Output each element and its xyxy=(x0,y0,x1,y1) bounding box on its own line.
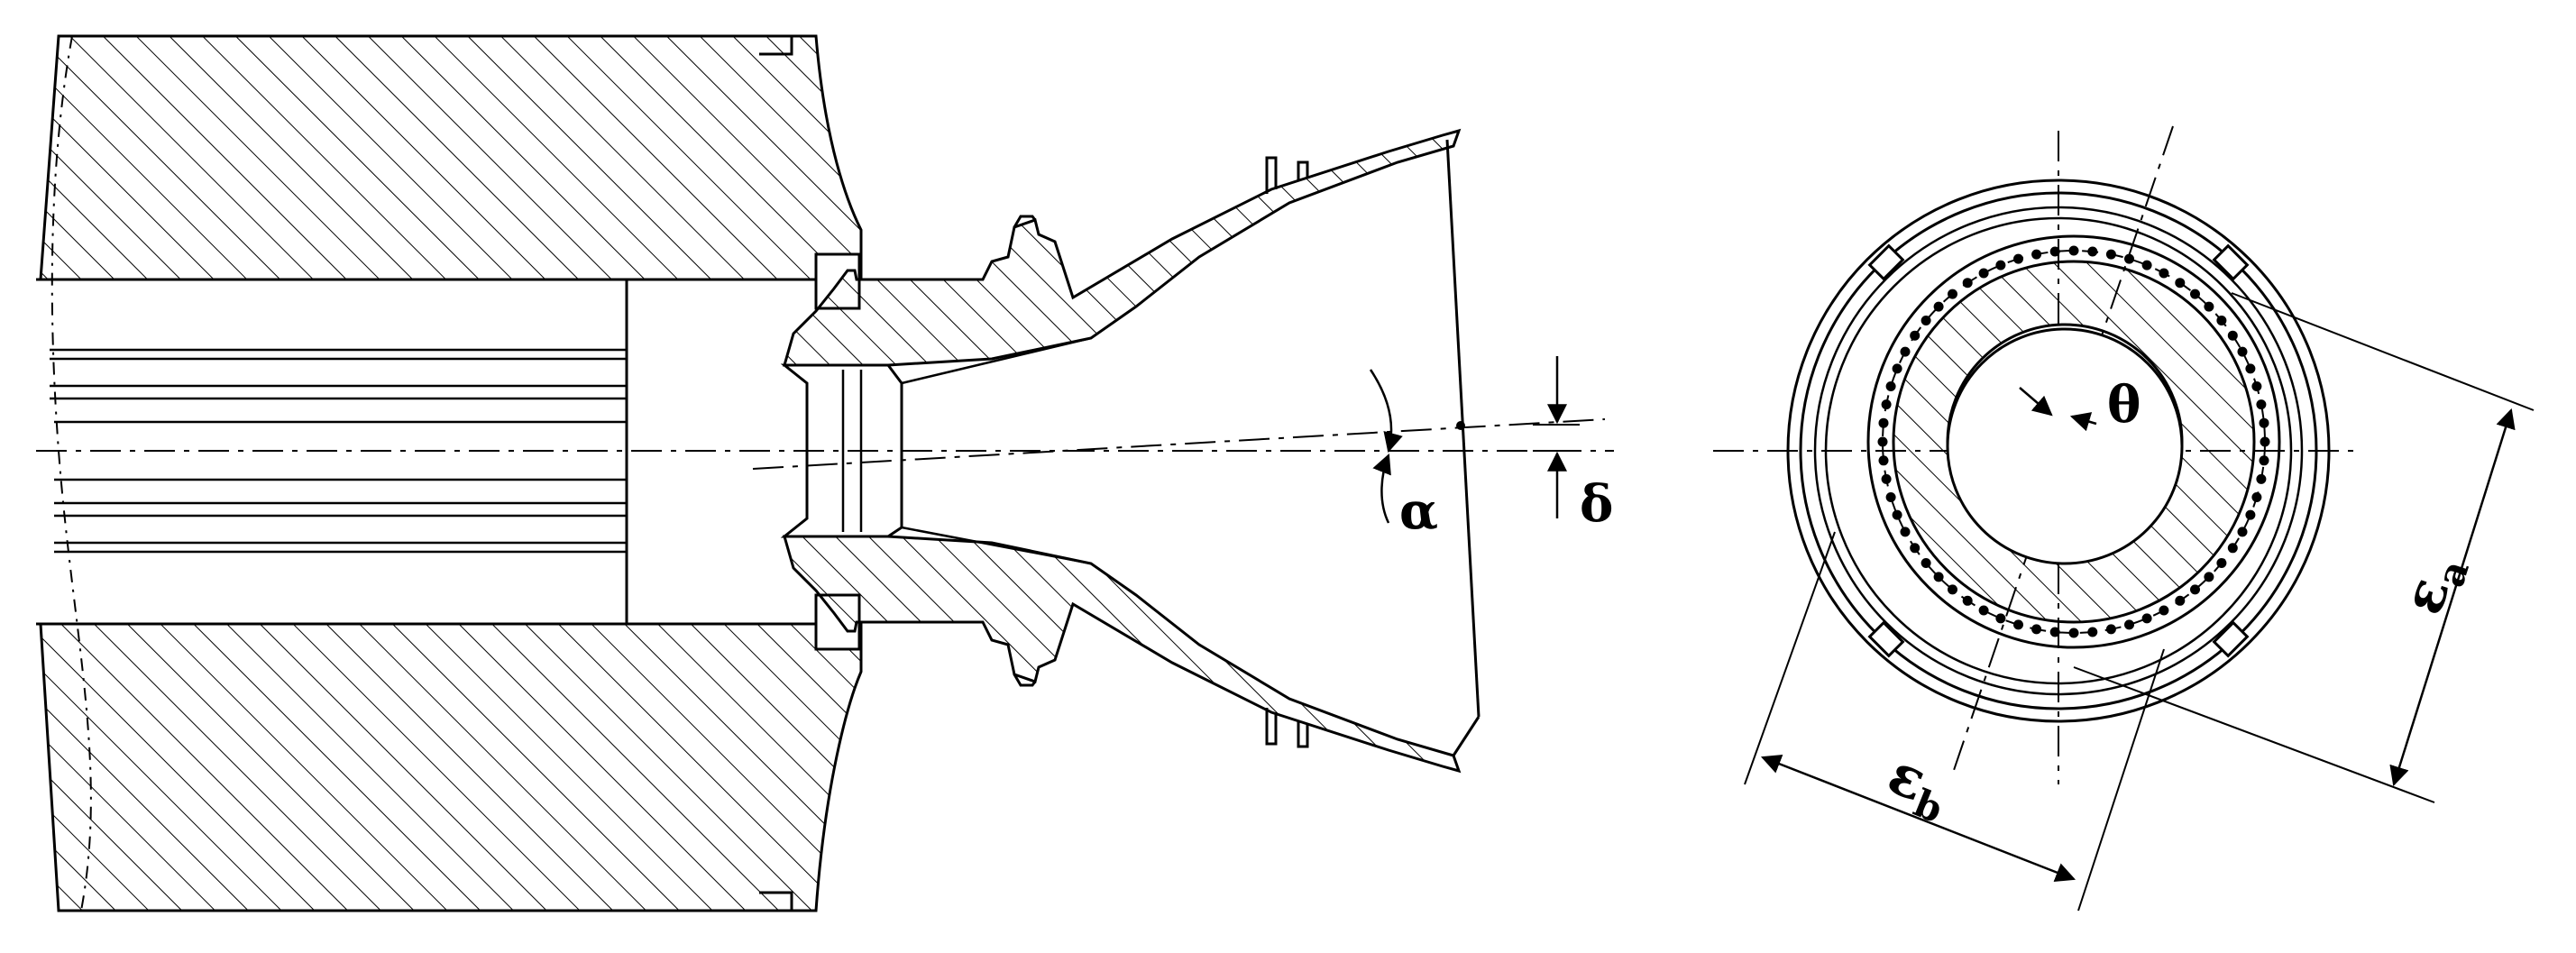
nozzle-wall-lower xyxy=(783,535,1462,774)
bolt-dot xyxy=(2251,381,2262,391)
bolt-dot xyxy=(1892,363,1902,374)
bolt-dot xyxy=(2175,595,2186,606)
bolt-dot xyxy=(2227,330,2238,341)
bolt-dot xyxy=(2204,572,2214,582)
bolt-dot xyxy=(2087,627,2098,637)
bolt-dot xyxy=(2031,624,2042,635)
bolt-dot xyxy=(2068,245,2079,256)
bolt-dot xyxy=(1878,417,1889,428)
bolt-dot xyxy=(2204,301,2214,312)
bolt-dot xyxy=(2124,619,2134,630)
bolt-dot xyxy=(2259,455,2269,466)
bolt-dot xyxy=(2259,417,2269,428)
alpha-angle-marker: α xyxy=(1369,369,1438,541)
bolt-dot xyxy=(1962,278,1973,289)
eps-b-label: εb xyxy=(1876,740,1960,831)
bolt-dot xyxy=(2256,399,2267,410)
grain-slots xyxy=(50,348,627,554)
bolt-dot xyxy=(2124,253,2134,264)
bolt-dot xyxy=(2049,627,2060,637)
case-wall-lower xyxy=(39,622,863,912)
bolt-dot xyxy=(1933,301,1944,312)
bolt-dot xyxy=(1948,584,1957,595)
nozzle-cross-section: θ εa εb xyxy=(1713,125,2535,912)
bolt-dot xyxy=(1885,381,1896,391)
bolt-dot xyxy=(2245,509,2256,520)
bolt-dot xyxy=(2190,289,2200,299)
delta-label: δ xyxy=(1580,474,1613,534)
bolt-dot xyxy=(2031,249,2042,260)
bolt-dot xyxy=(1881,399,1892,410)
motor-case-section xyxy=(36,34,863,912)
bolt-dot xyxy=(2227,543,2238,554)
bolt-dot xyxy=(2256,473,2267,484)
bolt-dot xyxy=(2068,628,2079,638)
nozzle-section xyxy=(780,128,1481,774)
bolt-dot xyxy=(1877,436,1888,447)
bolt-dot xyxy=(2141,260,2152,270)
bolt-dot xyxy=(2105,624,2116,635)
case-wall-upper xyxy=(39,34,863,281)
bolt-dot xyxy=(1995,613,2006,624)
bolt-dot xyxy=(2105,249,2116,260)
bolt-dot xyxy=(2245,363,2256,374)
bolt-dot xyxy=(1978,605,1989,616)
bolt-dot xyxy=(2013,619,2023,630)
alpha-label: α xyxy=(1399,481,1438,541)
bolt-dot xyxy=(2216,558,2227,568)
bolt-dot xyxy=(2260,436,2270,447)
nozzle-wall-upper xyxy=(783,128,1462,367)
bolt-dot xyxy=(2190,584,2200,595)
bolt-dot xyxy=(2251,492,2262,502)
bolt-dot xyxy=(2159,268,2169,279)
bolt-dot xyxy=(2087,246,2098,257)
bolt-dot xyxy=(1948,289,1957,299)
eps-b-dimension xyxy=(1760,754,2076,883)
bolt-dot xyxy=(1878,455,1889,466)
bore-circle xyxy=(1946,327,2184,565)
bolt-dot xyxy=(1910,330,1921,341)
bolt-dot xyxy=(1892,509,1902,520)
bolt-dot xyxy=(1881,473,1892,484)
bolt-dot xyxy=(2013,253,2023,264)
bolt-dot xyxy=(2141,613,2152,624)
bolt-dot xyxy=(2159,605,2169,616)
delta-offset-marker: δ xyxy=(1533,356,1613,534)
eps-a-dimension xyxy=(2389,408,2516,787)
bolt-dot xyxy=(1900,346,1911,357)
bolt-dots xyxy=(1877,245,2270,638)
bolt-dot xyxy=(1885,492,1896,502)
bolt-dot xyxy=(2237,527,2248,537)
bolt-dot xyxy=(1900,527,1911,537)
bolt-dot xyxy=(1921,558,1931,568)
bolt-dot xyxy=(1995,260,2006,270)
bolt-dot xyxy=(2175,278,2186,289)
bolt-dot xyxy=(1978,268,1989,279)
bolt-dot xyxy=(1962,595,1973,606)
bolt-dot xyxy=(2237,346,2248,357)
theta-label: θ xyxy=(2107,375,2141,435)
bolt-dot xyxy=(2049,246,2060,257)
bolt-dot xyxy=(1910,543,1921,554)
bolt-dot xyxy=(1921,316,1931,325)
bolt-dot xyxy=(1933,572,1944,582)
bolt-dot xyxy=(2216,316,2227,325)
